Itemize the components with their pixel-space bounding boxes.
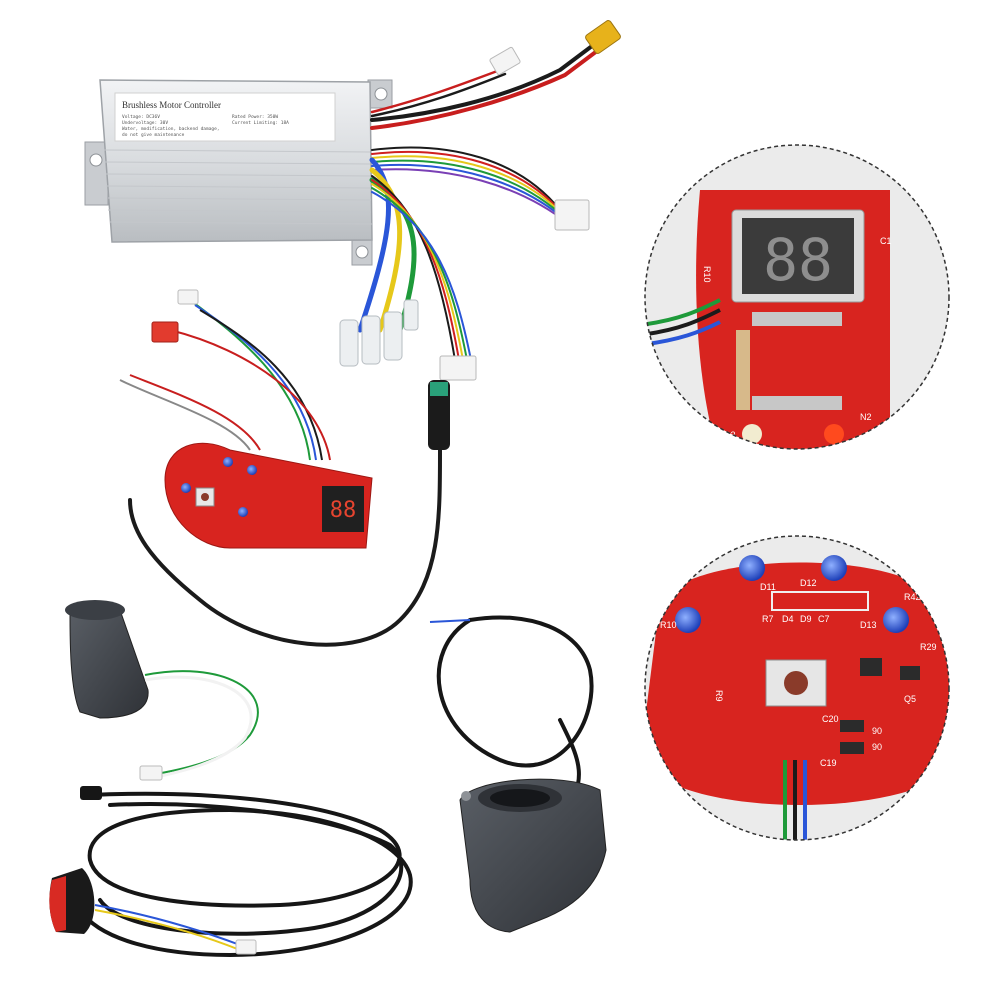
zoom-label-r10: R10 [702,266,712,283]
dashboard-pcb: 88 [164,442,373,549]
zoom2-label-r9: R9 [714,690,724,702]
zoom-button-pcb: D11 D12 D13 R10 R42 R29 Q5 R7 D4 D9 C7 C… [644,535,950,841]
thumb-throttle [459,778,607,933]
dashboard-pcb-digits: 88 [330,498,357,523]
zoom2-label-r7: R7 [762,614,774,624]
zoom2-label-d13: D13 [860,620,877,630]
zoom2-label-r29: R29 [920,642,937,652]
zoom2-label-c19: C19 [820,758,837,768]
controller-spec-4: Current Limiting: 18A [232,120,289,126]
xt-power-connector [585,20,621,54]
throttle-wires-end [429,619,471,623]
zoom-display-digits: 88 [763,226,833,294]
zoom2-label-d9: D9 [800,614,812,624]
display-cable [128,380,450,647]
zoom2-label-r42: R42 [904,592,921,602]
zoom-label-c1: C1 [880,236,892,246]
tail-light [49,868,95,934]
zoom2-label-c20: C20 [822,714,839,724]
zoom2-label-90a: 90 [872,726,882,736]
dashboard-connector-white [177,289,199,305]
zoom2-label-d4: D4 [782,614,794,624]
zoom-display-pcb: 88 D3 N2 R10 C1 [644,144,950,450]
zoom2-label-d12: D12 [800,578,817,588]
tail-light-cable [78,791,413,958]
phase-terminal-connectors [339,299,419,367]
controller-spec-1: Voltage: DC36V [122,114,160,120]
zoom2-label-90b: 90 [872,742,882,752]
controller-spec-2: Rated Power: 350W [232,114,278,120]
zoom-label-n2: N2 [860,412,872,422]
zoom2-label-d11: D11 [760,582,776,592]
controller-spec-3: Undervoltage: 30V [122,120,168,126]
white-connector-top [489,46,521,76]
zoom2-label-c7: C7 [818,614,830,624]
motor-controller: Brushless Motor Controller Voltage: DC36… [84,79,393,266]
white-connector-6pin [554,199,590,231]
controller-spec-6: do not give maintenance [122,132,185,138]
controller-spec-5: Water, modification, backend damage, [122,126,220,132]
tail-light-wires [94,904,257,955]
hall-sensor-connector [439,355,477,381]
dashboard-connector-red [151,321,179,343]
dashboard-pcb-wires [119,299,331,461]
brake-sensor-housing [65,600,149,719]
tail-cable-plug [80,786,102,800]
zoom2-label-r10: R10 [660,620,677,630]
zoom2-label-q5: Q5 [904,694,916,704]
controller-wire-harness [357,38,607,361]
brake-sensor-wires [139,670,259,781]
controller-title: Brushless Motor Controller [122,100,221,110]
controller-label [114,92,336,142]
